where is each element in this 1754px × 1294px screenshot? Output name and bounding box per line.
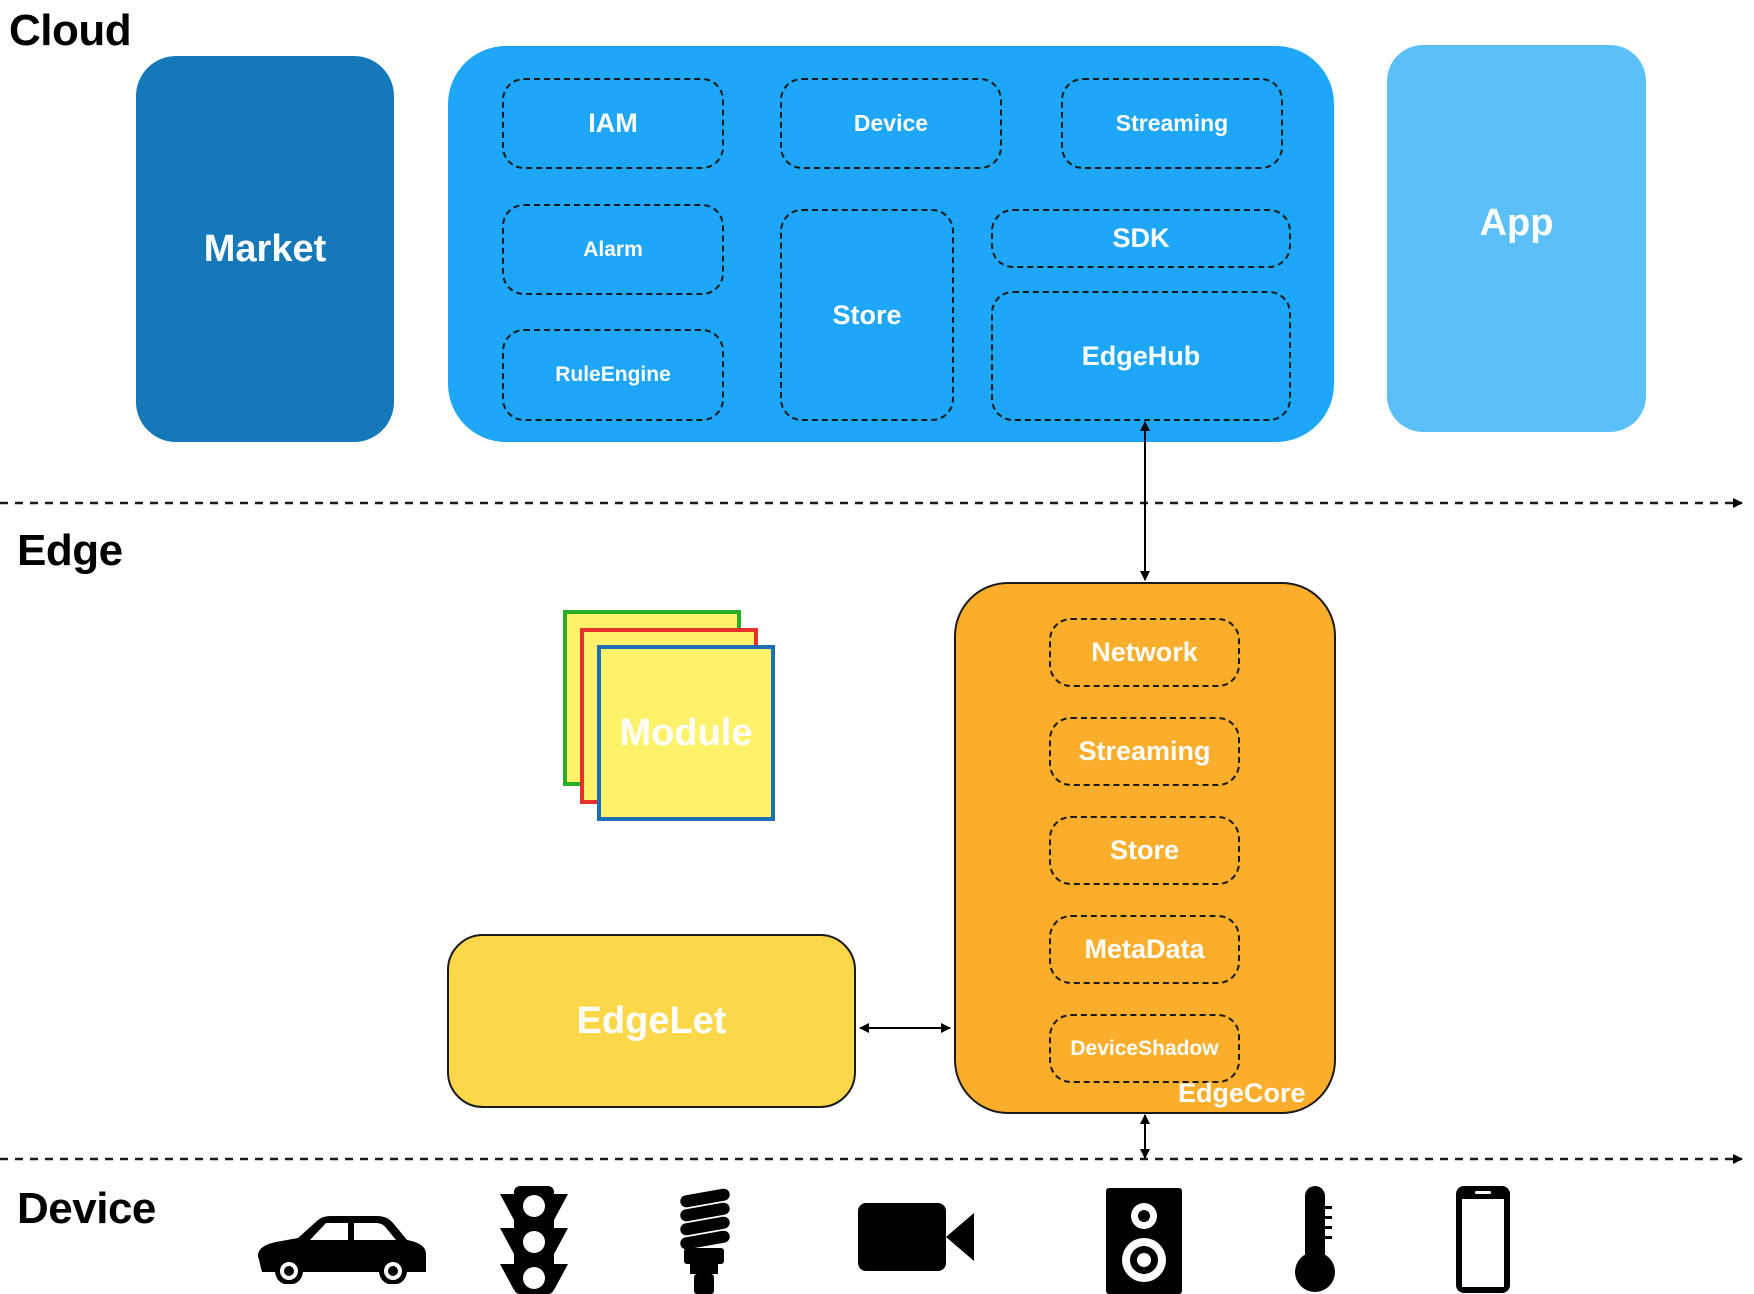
network-label: Network xyxy=(1091,637,1198,667)
edgecore-store: Store xyxy=(1049,816,1240,885)
alarm-service: Alarm xyxy=(502,204,724,295)
edgecore-metadata: MetaData xyxy=(1049,915,1240,984)
thermometer-icon xyxy=(1295,1186,1335,1292)
edgehub-label: EdgeHub xyxy=(1081,340,1201,371)
rule-engine-label: RuleEngine xyxy=(555,363,671,386)
sdk-service: SDK xyxy=(991,209,1291,268)
sdk-label: SDK xyxy=(1112,223,1170,253)
speaker-icon xyxy=(1106,1188,1182,1294)
module-label: Module xyxy=(619,711,753,754)
edge-streaming-label: Streaming xyxy=(1078,736,1211,766)
edgehub-service: EdgeHub xyxy=(991,291,1291,421)
iam-service: IAM xyxy=(502,78,724,169)
device-service-label: Device xyxy=(853,110,929,136)
edge-store-label: Store xyxy=(1109,835,1180,865)
module-card: Module xyxy=(597,645,775,821)
edgecore-box xyxy=(954,582,1336,1114)
alarm-label: Alarm xyxy=(583,237,643,261)
light-bulb-icon xyxy=(680,1188,730,1294)
traffic-light-icon xyxy=(500,1186,568,1294)
device-service: Device xyxy=(780,78,1002,169)
cloud-streaming-label: Streaming xyxy=(1115,110,1229,136)
rule-engine-service: RuleEngine xyxy=(502,329,724,421)
edgelet-box: EdgeLet xyxy=(447,934,856,1108)
video-camera-icon xyxy=(858,1203,974,1271)
edgecore-network: Network xyxy=(1049,618,1240,687)
market-box: Market xyxy=(136,56,394,442)
edgecore-streaming: Streaming xyxy=(1049,717,1240,786)
cloud-layer-label: Cloud xyxy=(9,6,132,55)
cloud-core-box xyxy=(448,46,1334,442)
cloud-store-service: Store xyxy=(780,209,954,421)
app-label: App xyxy=(1479,202,1554,244)
smartphone-icon xyxy=(1456,1186,1510,1293)
market-label: Market xyxy=(203,227,327,270)
metadata-label: MetaData xyxy=(1084,934,1205,964)
cloud-store-label: Store xyxy=(832,299,902,330)
edgelet-label: EdgeLet xyxy=(576,999,727,1042)
cloud-streaming-service: Streaming xyxy=(1061,78,1283,169)
iam-label: IAM xyxy=(588,108,638,138)
deviceshadow-label: DeviceShadow xyxy=(1070,1036,1219,1060)
edgecore-deviceshadow: DeviceShadow xyxy=(1049,1014,1240,1083)
app-box: App xyxy=(1387,45,1646,432)
car-icon xyxy=(258,1216,426,1284)
device-layer-label: Device xyxy=(17,1184,156,1233)
edge-layer-label: Edge xyxy=(17,526,123,575)
edgecore-title: EdgeCore xyxy=(1178,1078,1306,1108)
